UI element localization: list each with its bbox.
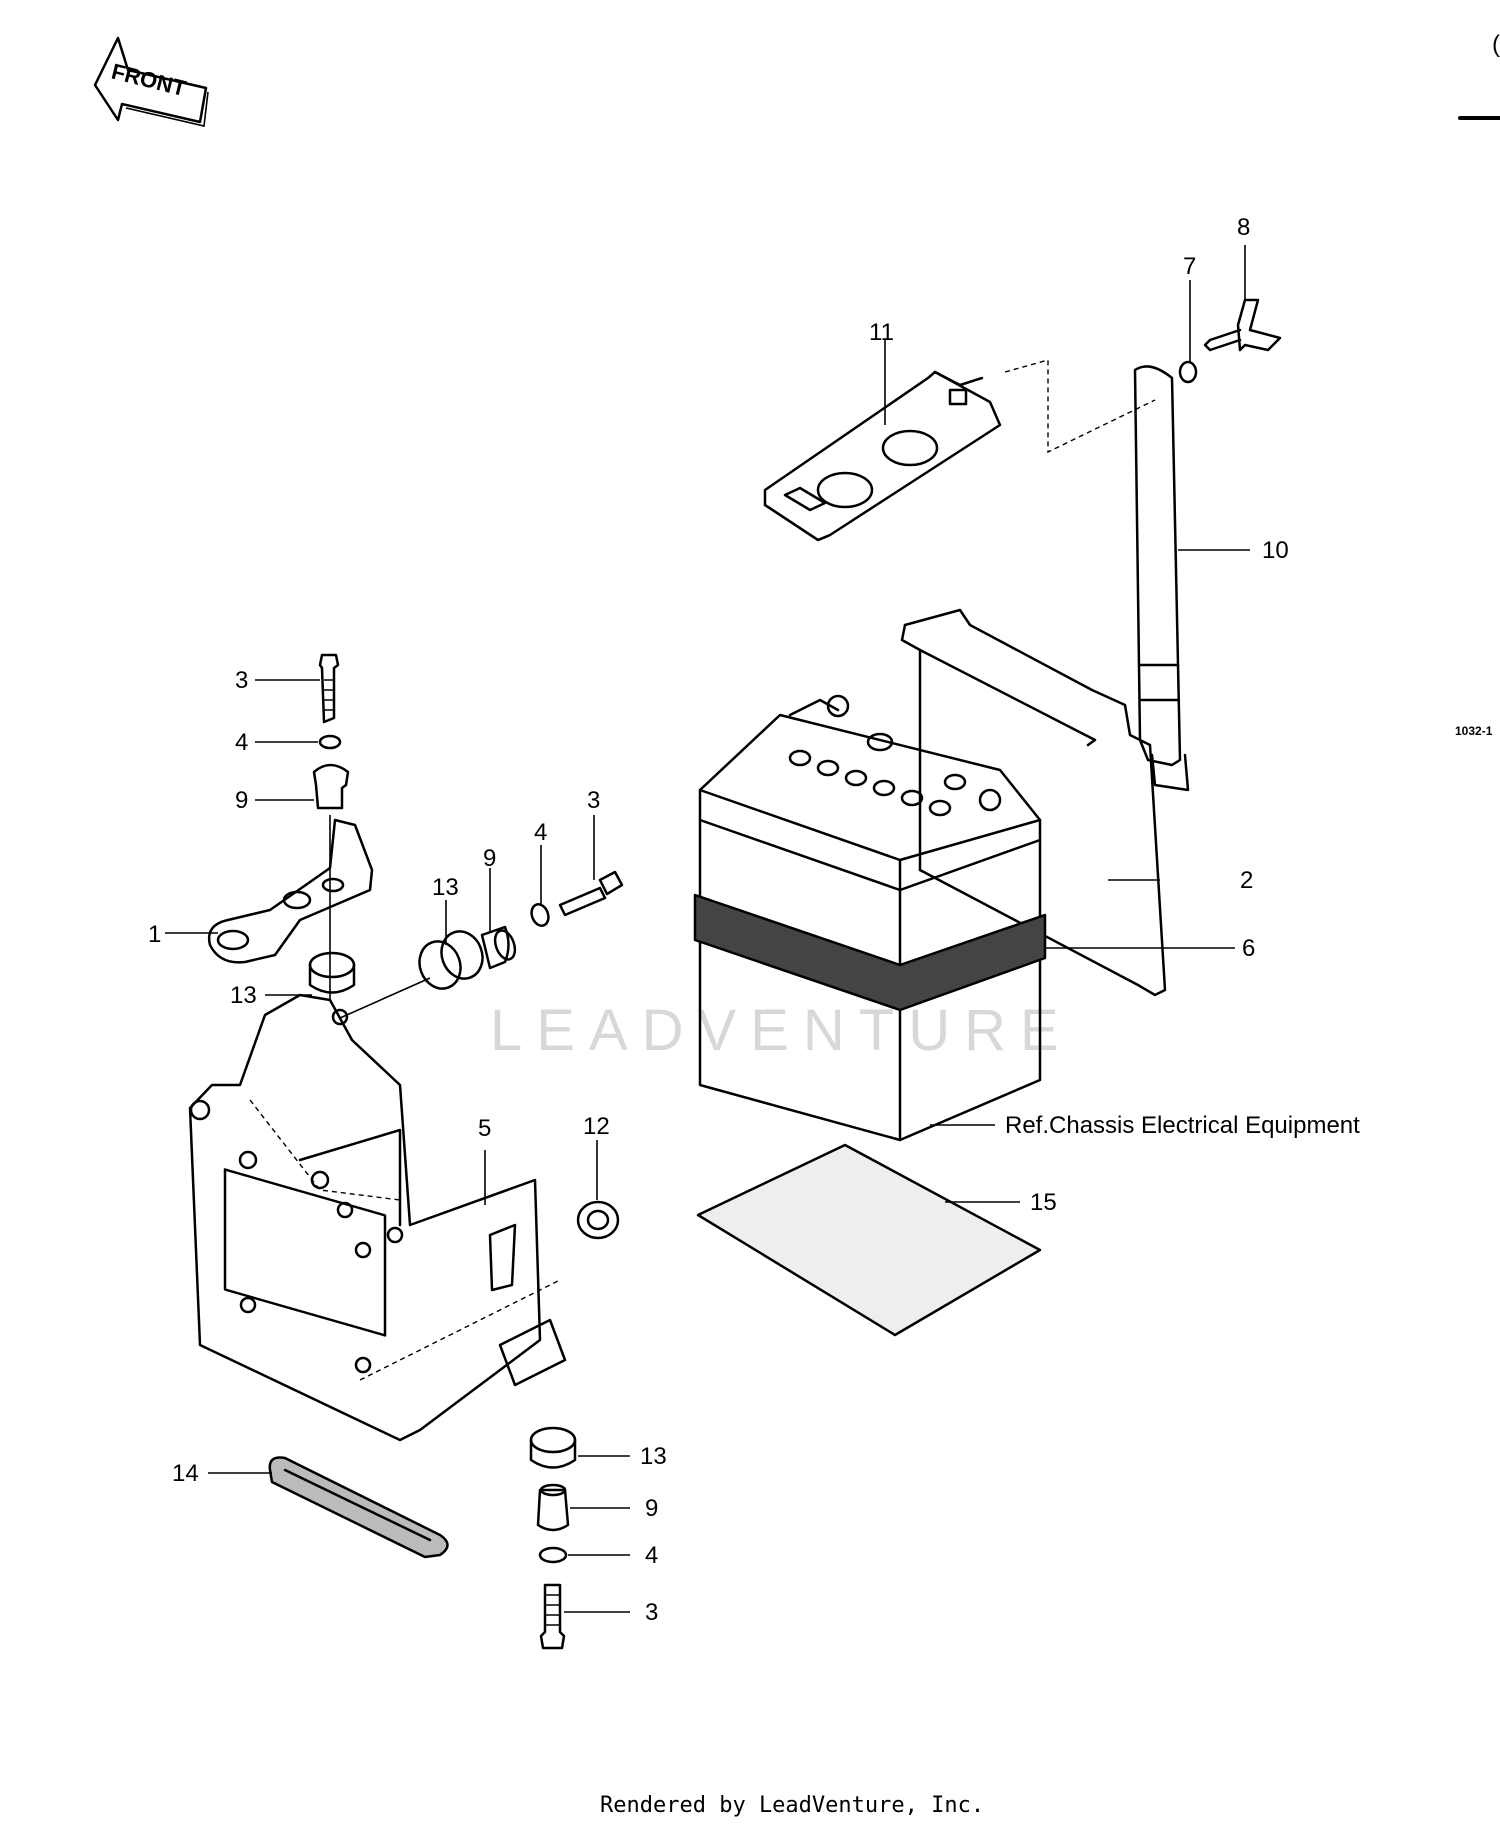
leader-lines	[165, 245, 1250, 1613]
callout-14: 14	[172, 1460, 199, 1487]
page-edge-marks: (	[1458, 31, 1500, 120]
callout-9: 9	[483, 845, 496, 872]
callout-11: 11	[869, 319, 894, 346]
bolt-3-lower	[539, 1583, 566, 1650]
part-14-rubber-strip	[268, 1456, 449, 1559]
callout-6: 6	[1242, 935, 1255, 962]
battery-cell-caps	[788, 749, 952, 817]
washer-4-lower	[538, 1546, 568, 1564]
washer-4-middle	[530, 903, 550, 927]
callout-5: 5	[478, 1115, 491, 1142]
callout-15: 15	[1030, 1189, 1057, 1216]
part-10-strap	[1133, 365, 1190, 792]
part-2-plate	[900, 608, 1167, 997]
part-12-grommet	[576, 1200, 620, 1240]
callout-4: 4	[235, 729, 248, 756]
part-6-band	[693, 893, 1047, 1012]
part-7-washer	[1178, 360, 1198, 384]
callout-1: 1	[148, 921, 161, 948]
callout-7: 7	[1183, 253, 1196, 280]
part-5-battery-case	[188, 993, 567, 1442]
part-8-wing-bolt	[1203, 298, 1282, 352]
washer-4-upper-left	[318, 734, 342, 750]
watermark: LEADVENTURE	[490, 998, 1073, 1063]
diagram-code: 1032-1	[1455, 724, 1493, 738]
callout-8: 8	[1237, 214, 1250, 241]
callout-4: 4	[645, 1542, 658, 1569]
grommet-13-lower	[529, 1426, 577, 1469]
svg-text:(: (	[1492, 31, 1500, 58]
grommet-13-middle	[418, 930, 484, 990]
part-15-mat	[696, 1143, 1042, 1337]
callout-12: 12	[583, 1113, 610, 1140]
callout-2: 2	[1240, 867, 1253, 894]
callout-10: 10	[1262, 537, 1289, 564]
callout-labels: 1 2 3 3 3 4 4 4 5 6 7 8 9 9 9 10 11 12 1…	[148, 214, 1289, 1626]
reference-note: Ref.Chassis Electrical Equipment	[1005, 1112, 1360, 1139]
bolt-3-upper-left	[318, 653, 340, 724]
callout-13: 13	[640, 1443, 667, 1470]
footer-credit: Rendered by LeadVenture, Inc.	[600, 1793, 984, 1818]
callout-9: 9	[235, 787, 248, 814]
part-1-bracket	[207, 818, 374, 964]
front-arrow-icon: FRONT	[93, 36, 209, 127]
collar-9-lower	[536, 1483, 570, 1532]
collar-9-upper-left	[312, 763, 350, 810]
bolt-3-middle	[558, 870, 624, 917]
callout-3: 3	[645, 1599, 658, 1626]
collar-9-middle	[480, 925, 517, 970]
callout-3: 3	[235, 667, 248, 694]
callout-9: 9	[645, 1495, 658, 1522]
callout-3: 3	[587, 787, 600, 814]
callout-4: 4	[534, 819, 547, 846]
part-11-holder-plate	[763, 359, 1156, 542]
callout-13: 13	[230, 982, 257, 1009]
callout-13: 13	[432, 874, 459, 901]
grommet-13-upper-left	[308, 951, 356, 994]
